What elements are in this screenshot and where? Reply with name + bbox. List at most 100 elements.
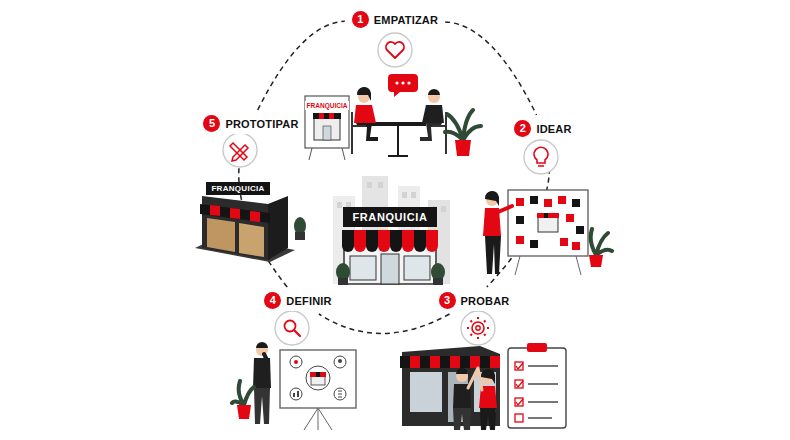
sign-text: FRANQUICIA [211, 184, 264, 193]
test-scene-part [480, 408, 496, 430]
cycle-connector [319, 314, 450, 333]
definition-scene-part [294, 360, 298, 364]
definition-scene-part [338, 359, 342, 363]
test-scene-part [490, 356, 500, 368]
ideation-scene-part [516, 196, 584, 250]
empathy-scene-part [354, 105, 376, 123]
empathy-scene-part [313, 113, 341, 119]
ideation-scene-part-part [572, 199, 580, 207]
empathy-scene-part [314, 116, 340, 140]
definition-scene-part [290, 356, 302, 368]
test-scene-part [456, 368, 468, 374]
definition-scene-part [318, 408, 332, 430]
central-store-part-part [402, 192, 407, 198]
central-store-part-part [426, 240, 438, 252]
test-scene-part [508, 348, 566, 428]
step-label: 1 EMPATIZAR [348, 9, 442, 30]
definition-scene-part [293, 393, 295, 397]
test-scene-part [481, 369, 495, 384]
ideation-scene-part-part [516, 236, 524, 244]
step-icons-part [378, 33, 412, 67]
test-scene-part [430, 356, 440, 368]
test-scene-part-part [528, 417, 552, 419]
store-sign: FRANQUICIA [206, 182, 269, 195]
empathy-scene-part [407, 81, 410, 84]
definition-scene-part [264, 354, 268, 362]
ideation-scene-part [508, 190, 588, 256]
ideation-scene-part [485, 236, 501, 274]
ideation-scene-part-part [516, 198, 524, 206]
empathy-scene-part [305, 96, 349, 148]
test-scene-part [468, 368, 482, 390]
step-title: DEFINIR [286, 295, 331, 307]
prototype-store-part [210, 205, 260, 222]
prototype-store [195, 196, 306, 262]
step-icons-part [467, 317, 489, 339]
ideation-scene-part [544, 213, 548, 218]
test-scene-part [453, 408, 471, 430]
step-number: 1 [352, 11, 369, 28]
definition-scene-part [304, 408, 318, 430]
ideation-scene-part [591, 229, 612, 255]
definition-scene-part [297, 391, 299, 397]
ideation-scene-part [485, 191, 499, 206]
central-store-part-part [366, 240, 378, 252]
step-title: IDEAR [536, 123, 571, 135]
definition-scene [232, 342, 356, 430]
test-scene-part-part [528, 401, 558, 403]
step-label: 4DEFINIR [260, 290, 335, 311]
definition-scene-part [237, 405, 251, 419]
central-store-part-part [402, 240, 414, 252]
step-icons-part [294, 330, 300, 336]
step-label: 3 PROBAR [435, 290, 514, 311]
poster-sign: FRANQUICIA [305, 101, 350, 110]
central-store [333, 176, 450, 285]
step-icons-part [275, 311, 309, 345]
definition-scene-part [290, 388, 302, 400]
ideation-scene-part-part [560, 238, 568, 246]
definition-scene-part [334, 388, 346, 400]
empathy-scene-part [455, 140, 471, 156]
prototype-store-part [239, 223, 264, 257]
empathy-scene-part [395, 81, 398, 84]
step-icons-part [476, 326, 480, 330]
step-number: 3 [439, 292, 456, 309]
empathy-scene-part [319, 113, 324, 119]
test-scene-part-part [516, 363, 523, 405]
central-store-part [433, 278, 443, 285]
ideation-scene-part [498, 206, 512, 212]
test-scene-part-part [528, 365, 558, 367]
central-store-part-part [367, 182, 372, 188]
definition-scene-part [280, 350, 356, 408]
prototype-store-part [207, 218, 235, 252]
ideation-scene-part-part [530, 196, 538, 204]
prototype-store-part [202, 196, 268, 260]
definition-scene-part [256, 342, 268, 348]
definition-scene-part [311, 376, 325, 385]
sign-text: FRANQUICIA [352, 211, 427, 223]
ideation-scene-part-part [558, 196, 566, 204]
central-store-part-part [378, 240, 390, 252]
test-scene-part [410, 372, 442, 412]
test-scene-part [528, 366, 558, 418]
ideation-scene-part-part [516, 216, 524, 224]
step-label: 2IDEAR [510, 118, 575, 139]
definition-scene-part [310, 372, 326, 377]
definition-scene-part [334, 356, 346, 368]
ideation-scene-part [576, 256, 581, 275]
step-title: PROBAR [461, 295, 510, 307]
step-label: 5PROTOTIPAR [199, 113, 302, 134]
empathy-scene-part [401, 81, 404, 84]
step-title: EMPATIZAR [374, 14, 438, 26]
step-icons-part [230, 143, 247, 160]
test-scene-part [400, 356, 500, 368]
test-scene-part-part [515, 414, 523, 422]
test-scene-part [515, 362, 523, 422]
cycle-connector [445, 22, 536, 115]
ideation-scene-part-part [530, 240, 538, 248]
step-icons [223, 33, 558, 345]
step-icons-part [534, 147, 548, 166]
central-store-part-part [441, 206, 446, 212]
prototype-store-part [200, 204, 270, 223]
step-icons-part [472, 322, 484, 334]
